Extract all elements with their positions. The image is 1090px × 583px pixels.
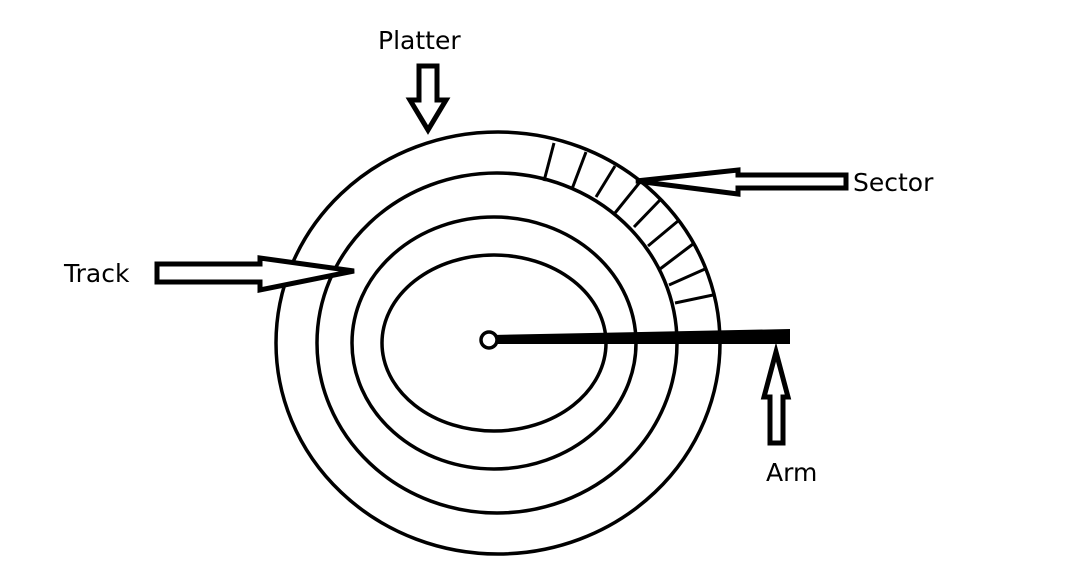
platter-arrow xyxy=(405,63,451,135)
arm-label: Arm xyxy=(766,458,818,487)
sector-label: Sector xyxy=(853,168,934,197)
track-arrow xyxy=(154,255,355,294)
spindle xyxy=(479,330,499,350)
arm xyxy=(479,329,790,350)
sector-arrow xyxy=(635,167,849,197)
sector-dividers xyxy=(542,142,714,305)
arm-arrow xyxy=(760,342,792,446)
platter-label: Platter xyxy=(378,26,461,55)
track-label: Track xyxy=(64,259,130,288)
